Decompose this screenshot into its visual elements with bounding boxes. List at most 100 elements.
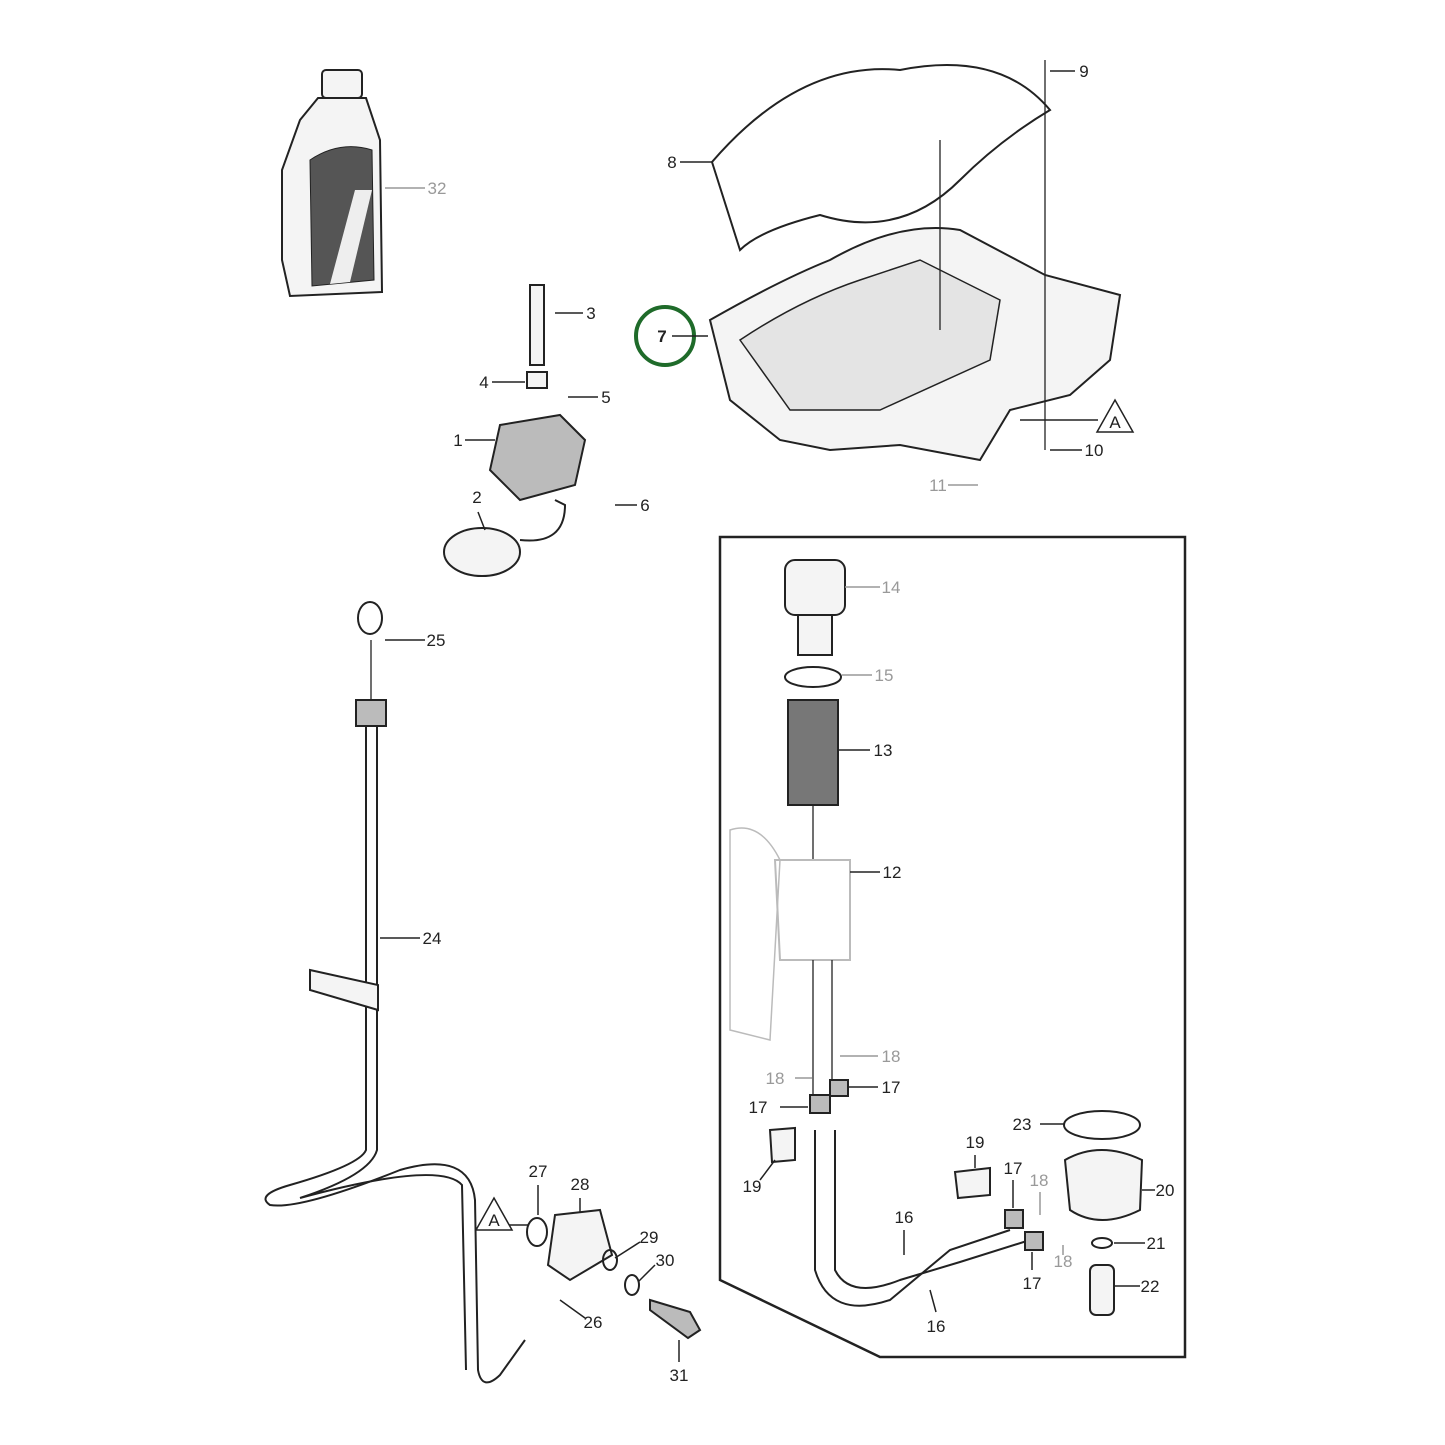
- callout-2[interactable]: 2: [472, 488, 486, 531]
- callout-13[interactable]: 13: [838, 741, 892, 760]
- callout-label[interactable]: 16: [927, 1317, 946, 1336]
- callout-16[interactable]: 16: [895, 1208, 914, 1255]
- callout-label[interactable]: 6: [640, 496, 649, 515]
- oil-bottle: [281, 69, 384, 298]
- callout-label[interactable]: 20: [1156, 1181, 1175, 1200]
- triangle-icon: [474, 1196, 514, 1231]
- callout-label[interactable]: 30: [656, 1251, 675, 1270]
- callout-5[interactable]: 5: [568, 388, 611, 407]
- callout-9[interactable]: 9: [1050, 62, 1089, 81]
- callout-label[interactable]: 18: [882, 1047, 901, 1066]
- reference-marker: A: [474, 1196, 528, 1231]
- callout-27[interactable]: 27: [529, 1162, 548, 1215]
- callout-highlighted[interactable]: 7: [657, 327, 708, 346]
- callout-25[interactable]: 25: [385, 631, 445, 650]
- callout-12[interactable]: 12: [850, 863, 901, 882]
- callout-label[interactable]: 4: [479, 373, 488, 392]
- callout-19[interactable]: 19: [966, 1133, 985, 1168]
- callout-label[interactable]: 31: [670, 1366, 689, 1385]
- callout-23[interactable]: 23: [1013, 1115, 1064, 1134]
- oil-filter-assembly: [729, 559, 1144, 1316]
- callout-label[interactable]: 17: [882, 1078, 901, 1097]
- callout-label[interactable]: 9: [1079, 62, 1088, 81]
- callout-6[interactable]: 6: [615, 496, 650, 515]
- callout-20[interactable]: 20: [1142, 1181, 1174, 1200]
- callout-label[interactable]: 26: [584, 1313, 603, 1332]
- highlighted-part-label[interactable]: 7: [657, 327, 666, 346]
- callout-11[interactable]: 11: [929, 476, 978, 495]
- drain-fittings: [526, 1208, 702, 1340]
- callout-15[interactable]: 15: [842, 666, 893, 685]
- callout-label[interactable]: 21: [1147, 1234, 1166, 1253]
- triangle-icon: [1095, 398, 1135, 433]
- callout-label[interactable]: 3: [586, 304, 595, 323]
- callout-26[interactable]: 26: [559, 1299, 603, 1332]
- callout-18[interactable]: 18: [1054, 1245, 1073, 1271]
- oil-pump: [443, 284, 587, 577]
- leader-line: [477, 511, 486, 531]
- callout-label[interactable]: 24: [423, 929, 442, 948]
- callout-17[interactable]: 17: [848, 1078, 900, 1097]
- callout-label[interactable]: 27: [529, 1162, 548, 1181]
- leader-line: [614, 1241, 641, 1259]
- callout-label[interactable]: 22: [1141, 1277, 1160, 1296]
- callout-label[interactable]: 29: [640, 1228, 659, 1247]
- callout-1[interactable]: 1: [453, 431, 495, 450]
- callout-19[interactable]: 19: [743, 1159, 776, 1196]
- callout-28[interactable]: 28: [571, 1175, 590, 1212]
- callout-label[interactable]: 8: [667, 153, 676, 172]
- callout-21[interactable]: 21: [1114, 1234, 1165, 1253]
- callout-label[interactable]: 16: [895, 1208, 914, 1227]
- oil-pan-gasket: [710, 64, 1052, 252]
- callout-label[interactable]: 19: [966, 1133, 985, 1152]
- leader-line: [637, 1264, 656, 1283]
- callout-label[interactable]: 13: [874, 741, 893, 760]
- callout-4[interactable]: 4: [479, 373, 525, 392]
- callout-label[interactable]: 12: [883, 863, 902, 882]
- callout-label[interactable]: 11: [929, 476, 947, 495]
- callout-label[interactable]: 19: [743, 1177, 762, 1196]
- reference-marker: A: [1020, 398, 1135, 433]
- dipstick-tube: [264, 601, 526, 1384]
- callout-17[interactable]: 17: [749, 1098, 808, 1117]
- callout-label[interactable]: 18: [766, 1069, 785, 1088]
- leader-line: [929, 1289, 937, 1313]
- callout-label[interactable]: 17: [1004, 1159, 1023, 1178]
- callout-29[interactable]: 29: [614, 1228, 659, 1259]
- callout-8[interactable]: 8: [667, 153, 712, 172]
- callout-label[interactable]: 2: [472, 488, 481, 507]
- callout-label[interactable]: 14: [882, 578, 901, 597]
- callout-32[interactable]: 32: [385, 179, 446, 198]
- callout-label[interactable]: 32: [428, 179, 447, 198]
- callout-10[interactable]: 10: [1050, 441, 1103, 460]
- callout-label[interactable]: 17: [749, 1098, 768, 1117]
- callout-17[interactable]: 17: [1023, 1252, 1042, 1293]
- callout-18[interactable]: 18: [1030, 1171, 1049, 1215]
- callout-label[interactable]: 17: [1023, 1274, 1042, 1293]
- callout-label[interactable]: 18: [1030, 1171, 1049, 1190]
- callout-label[interactable]: 28: [571, 1175, 590, 1194]
- callout-31[interactable]: 31: [670, 1340, 689, 1385]
- reference-label: A: [1109, 413, 1121, 432]
- callout-label[interactable]: 25: [427, 631, 446, 650]
- reference-label: A: [488, 1211, 500, 1230]
- filter-kit-frame: [718, 535, 1187, 1359]
- callout-24[interactable]: 24: [380, 929, 441, 948]
- callout-label[interactable]: 5: [601, 388, 610, 407]
- callout-label[interactable]: 1: [453, 431, 462, 450]
- callout-16[interactable]: 16: [927, 1289, 946, 1336]
- leader-line: [759, 1159, 776, 1181]
- callout-label[interactable]: 18: [1054, 1252, 1073, 1271]
- callout-30[interactable]: 30: [637, 1251, 675, 1283]
- callout-label[interactable]: 15: [875, 666, 894, 685]
- callout-3[interactable]: 3: [555, 304, 596, 323]
- callout-18[interactable]: 18: [766, 1069, 812, 1088]
- callout-14[interactable]: 14: [845, 578, 900, 597]
- callout-label[interactable]: 10: [1085, 441, 1104, 460]
- callout-17[interactable]: 17: [1004, 1159, 1023, 1208]
- callout-18[interactable]: 18: [840, 1047, 900, 1066]
- callout-label[interactable]: 23: [1013, 1115, 1032, 1134]
- callout-22[interactable]: 22: [1114, 1277, 1159, 1296]
